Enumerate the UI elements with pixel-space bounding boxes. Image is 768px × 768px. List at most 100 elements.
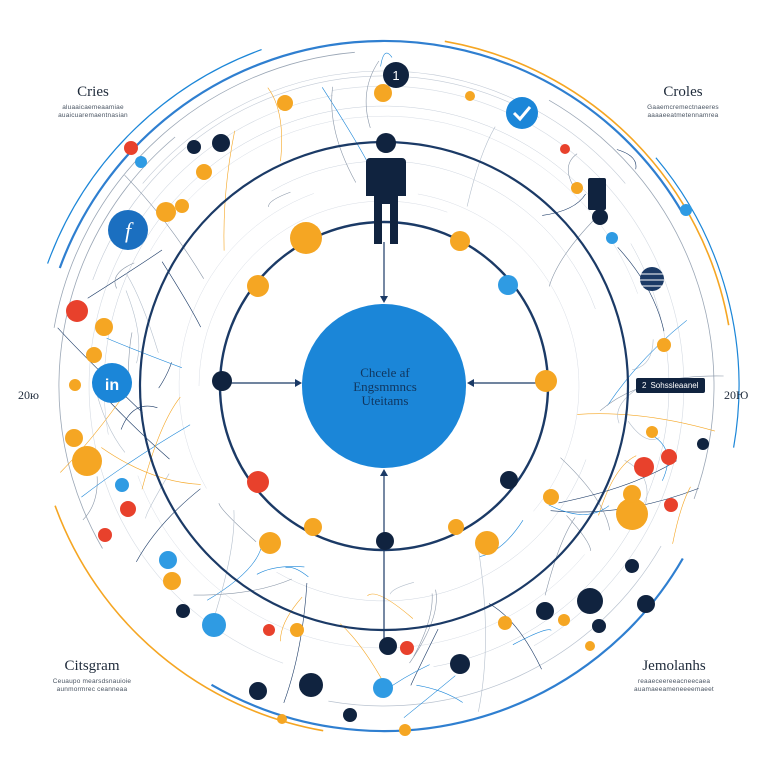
arc-line bbox=[178, 193, 314, 489]
link-line bbox=[82, 476, 98, 521]
link-line bbox=[367, 593, 414, 619]
corner-top-right-title: Croles bbox=[663, 84, 703, 100]
network-node bbox=[176, 604, 190, 618]
arc-line bbox=[276, 459, 587, 602]
network-node bbox=[657, 338, 671, 352]
link-line bbox=[285, 567, 309, 578]
network-node bbox=[498, 275, 518, 295]
network-node bbox=[623, 485, 641, 503]
network-node bbox=[536, 602, 554, 620]
check-icon bbox=[506, 97, 538, 129]
link-line bbox=[542, 193, 586, 216]
top-badge bbox=[383, 62, 409, 88]
link-line bbox=[141, 396, 181, 490]
link-line bbox=[410, 628, 439, 686]
link-line bbox=[389, 582, 414, 595]
corner-bottom-right-sub2: auamaeeameneeeemaeet bbox=[634, 686, 714, 693]
link-line bbox=[478, 551, 486, 712]
network-node bbox=[535, 370, 557, 392]
network-node bbox=[592, 619, 606, 633]
arc-line bbox=[92, 75, 540, 281]
network-node bbox=[475, 531, 499, 555]
link-line bbox=[106, 337, 182, 368]
network-node bbox=[135, 156, 147, 168]
network-node bbox=[263, 624, 275, 636]
corner-bottom-left: Citsgram Ceuaupo mearsdsnauioie aunmormr… bbox=[30, 658, 154, 694]
network-node bbox=[616, 498, 648, 530]
link-line bbox=[598, 455, 637, 516]
corner-top-left-title: Cries bbox=[77, 84, 109, 100]
link-line bbox=[145, 473, 170, 519]
link-line bbox=[124, 174, 204, 279]
network-node bbox=[212, 134, 230, 152]
network-node bbox=[69, 379, 81, 391]
network-node bbox=[72, 446, 102, 476]
link-line bbox=[339, 623, 386, 687]
svg-text:in: in bbox=[105, 377, 119, 394]
link-line bbox=[380, 52, 393, 67]
network-node bbox=[98, 528, 112, 542]
network-node bbox=[498, 616, 512, 630]
link-line bbox=[365, 60, 380, 128]
network-node bbox=[95, 318, 113, 336]
network-node bbox=[399, 724, 411, 736]
network-node bbox=[379, 637, 397, 655]
arrow-top-head bbox=[380, 296, 388, 303]
center-circle bbox=[302, 304, 466, 468]
svg-text:f: f bbox=[125, 218, 134, 243]
link-line bbox=[577, 413, 715, 432]
network-node bbox=[500, 471, 518, 489]
arc-line bbox=[548, 99, 715, 500]
network-node bbox=[577, 588, 603, 614]
network-node bbox=[558, 614, 570, 626]
arc-line bbox=[328, 545, 662, 707]
corner-top-left-sub2: auaicuaremaentnasian bbox=[58, 112, 128, 119]
arc-line bbox=[433, 243, 670, 667]
link-line bbox=[403, 675, 456, 718]
link-line bbox=[101, 447, 201, 485]
link-line bbox=[136, 488, 201, 563]
arc-line bbox=[331, 85, 685, 647]
network-node bbox=[277, 95, 293, 111]
network-node bbox=[66, 300, 88, 322]
network-node bbox=[465, 91, 475, 101]
facebook-icon: f bbox=[108, 210, 148, 250]
link-line bbox=[218, 503, 257, 543]
link-line bbox=[280, 596, 303, 642]
link-line bbox=[267, 87, 282, 162]
network-node bbox=[664, 498, 678, 512]
link-line bbox=[488, 603, 542, 670]
network-node bbox=[625, 559, 639, 573]
network-node bbox=[249, 682, 267, 700]
network-node bbox=[175, 199, 189, 213]
link-line bbox=[672, 486, 691, 544]
network-node bbox=[680, 204, 692, 216]
link-line bbox=[110, 402, 170, 460]
network-node bbox=[86, 347, 102, 363]
arc-line bbox=[210, 557, 684, 733]
network-node bbox=[290, 623, 304, 637]
network-node bbox=[376, 532, 394, 550]
network-node bbox=[247, 471, 269, 493]
arrow-right-head bbox=[467, 379, 474, 387]
label-tag-text: Sohssleaanel bbox=[650, 381, 699, 390]
corner-top-right: Croles Gaaemcremectnaeeres aaaaeeatmeten… bbox=[628, 84, 738, 120]
link-line bbox=[256, 566, 305, 575]
link-line bbox=[512, 629, 552, 645]
label-tag-number: 2 bbox=[642, 381, 647, 390]
link-line bbox=[120, 405, 158, 430]
network-node bbox=[646, 426, 658, 438]
link-line bbox=[114, 262, 135, 289]
arc-line bbox=[271, 160, 596, 310]
link-line bbox=[81, 424, 191, 498]
arc-line bbox=[58, 136, 176, 549]
network-links bbox=[57, 52, 724, 718]
network-node bbox=[163, 572, 181, 590]
link-line bbox=[158, 362, 172, 389]
network-node bbox=[124, 141, 138, 155]
network-node bbox=[560, 144, 570, 154]
link-line bbox=[616, 149, 637, 170]
center-line-2: Engsmmncs bbox=[353, 379, 417, 394]
arc-line bbox=[58, 39, 684, 269]
